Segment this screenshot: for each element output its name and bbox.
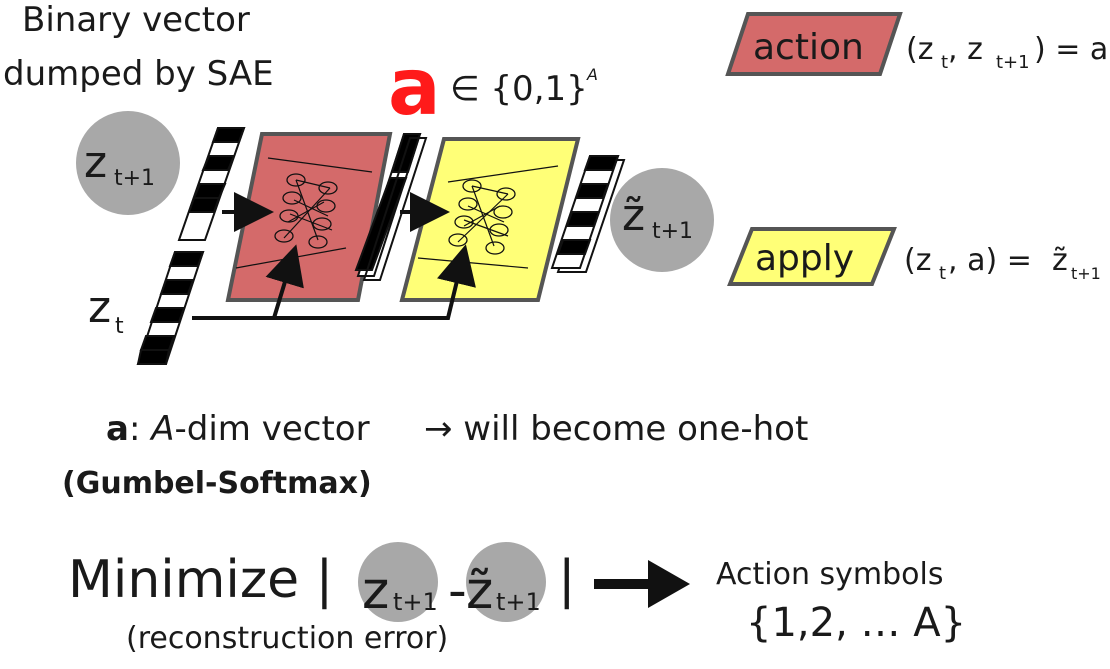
legend-apply-eq-z: z̃ (1052, 243, 1068, 278)
objective-dash: - (448, 561, 467, 621)
desc-arrow-text: → will become one-hot (424, 409, 808, 449)
header-line2: dumped by SAE (3, 54, 274, 94)
z-next-bit-vector (177, 127, 246, 241)
legend-action-eq-sub1: t (941, 52, 948, 73)
objective-z1-sub: t+1 (393, 588, 438, 616)
a-set: ∈ {0,1} (450, 69, 588, 109)
legend-action-eq-close: ) = a (1034, 32, 1108, 67)
objective-z1: z (362, 561, 389, 621)
objective-circle-2 (466, 542, 546, 622)
header-line1: Binary vector (22, 0, 250, 40)
z-tilde-node: z̃ t+1 (610, 168, 714, 272)
z-t-sub: t (115, 314, 124, 339)
objective-circle-1 (358, 542, 438, 622)
result-line2: {1,2, … A} (746, 600, 966, 646)
z-next-label: z (84, 137, 107, 188)
legend-action-eq-open: (z (906, 32, 933, 67)
legend-apply: apply (z t , a) = z̃ t+1 (727, 227, 1101, 286)
z-t-bit-vector (136, 251, 205, 365)
desc-gumbel: (Gumbel-Softmax) (62, 466, 372, 501)
legend-action-eq-sub2: t+1 (996, 52, 1030, 73)
desc-a-italic: A (149, 409, 174, 449)
desc-a-bold: a (106, 409, 129, 449)
output-bit-vector (550, 155, 626, 273)
legend-apply-eq-sub2: t+1 (1071, 264, 1101, 283)
objective-z2: z̃ (466, 561, 493, 621)
a-symbol: a (388, 43, 441, 133)
z-t-to-apply-arrow (274, 244, 476, 320)
legend-apply-eq-mid: , a) = (948, 243, 1032, 278)
desc-dim-text: -dim vector (174, 409, 369, 449)
desc-colon: : (129, 409, 151, 449)
z-next-node: z t+1 (76, 111, 180, 215)
apply-network (399, 137, 581, 302)
legend-action-eq-mid: , z (948, 32, 983, 67)
legend-apply-eq-open: (z (904, 243, 931, 278)
objective: Minimize | z t+1 - z̃ t+1 | (reconstruct… (68, 542, 576, 656)
z-t-label: z (88, 282, 111, 333)
objective-recon: (reconstruction error) (126, 621, 448, 656)
z-tilde-label: z̃ (622, 190, 645, 241)
legend-action-label: action (753, 27, 864, 68)
legend-apply-eq-sub1: t (939, 263, 946, 284)
a-set-sup: A (586, 65, 598, 84)
right-arrow-icon (594, 560, 690, 608)
apply-neural-net-icon (417, 165, 559, 269)
legend-action: action (z t , z t+1 ) = a (725, 12, 1108, 76)
a-bit-vector (354, 133, 428, 281)
flow-arrows (192, 192, 476, 320)
description: a: A-dim vector → will become one-hot (G… (62, 409, 808, 501)
z-tilde-sub: t+1 (652, 219, 693, 244)
legend-apply-label: apply (755, 238, 854, 279)
result-line1: Action symbols (716, 557, 943, 592)
svg-text:a: A-dim vector: a: A-dim vector (106, 409, 370, 449)
objective-bar-end: | (558, 550, 576, 610)
z-next-sub: t+1 (114, 166, 155, 191)
objective-z2-sub: t+1 (496, 588, 541, 616)
objective-minimize: Minimize | (68, 550, 333, 610)
